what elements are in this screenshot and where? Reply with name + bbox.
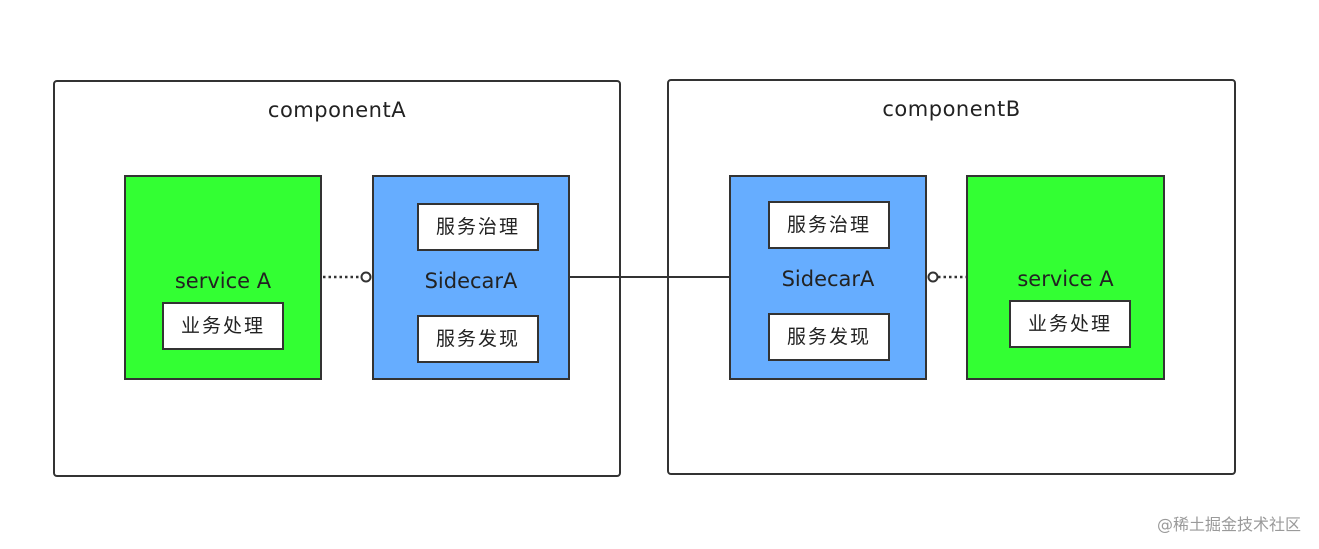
watermark: @稀土掘金技术社区	[1156, 515, 1301, 534]
sidecar-b-governance-box: 服务治理	[768, 201, 890, 249]
sidecar-b-box: 服务治理 SidecarA 服务发现	[729, 175, 927, 380]
service-a-business-box: 业务处理	[162, 302, 284, 350]
service-b-label: service A	[1017, 267, 1114, 291]
sidecar-a-governance-box: 服务治理	[417, 203, 539, 251]
service-a-box: service A 业务处理	[124, 175, 322, 380]
sidecar-a-box: 服务治理 SidecarA 服务发现	[372, 175, 570, 380]
service-a-label: service A	[174, 269, 272, 293]
sidecar-b-label: SidecarA	[781, 267, 875, 291]
sidecar-a-discovery-box: 服务发现	[417, 315, 539, 363]
service-b-box: service A 业务处理	[966, 175, 1165, 380]
service-b-business-box: 业务处理	[1009, 300, 1131, 348]
sidecar-b-discovery-box: 服务发现	[768, 313, 890, 361]
sidecar-a-interface-icon	[360, 271, 372, 283]
sidecar-a-label: SidecarA	[424, 269, 518, 293]
component-b-title: componentB	[882, 97, 1021, 121]
sidecar-b-interface-icon	[927, 271, 939, 283]
component-a-title: componentA	[267, 98, 407, 122]
